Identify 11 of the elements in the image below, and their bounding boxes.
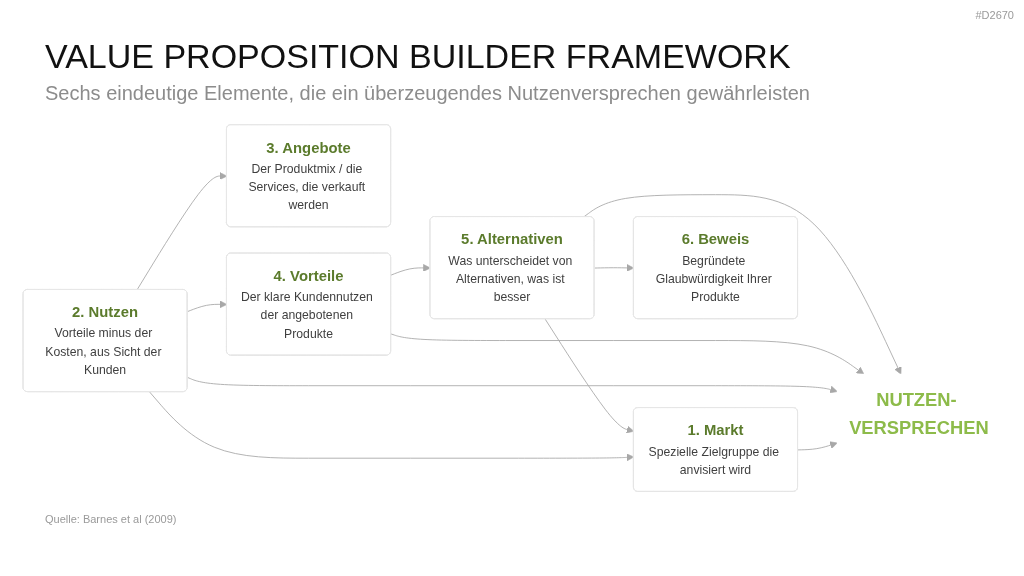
node-text: 5. Alternativen Was unterscheidet von Alternativen, was ist besser xyxy=(448,231,573,304)
node-text: 1. Markt Spezielle Zielgruppe die anvisiert wird xyxy=(648,422,780,477)
slide-title: VALUE PROPOSITION BUILDER FRAMEWORK xyxy=(45,36,791,76)
reference-code: #D2670 xyxy=(975,8,1014,22)
node-text: 6. Beweis Begründete Glaubwürdigkeit Ihrer Produkte xyxy=(655,231,772,304)
node-text: 2. Nutzen Vorteile minus der Kosten, aus Sicht der Kunden xyxy=(45,304,162,377)
node-text: 4. Vorteile Der klare Kundennutzen der angebotenen Produkte xyxy=(240,267,373,341)
node-text: NUTZEN- VERSPRECHEN xyxy=(849,389,989,438)
subtitle: Sechs eindeutige Elemente, die ein überzeugendes Nutzenversprechen gewährleisten xyxy=(45,81,810,106)
source-note: Quelle: Barnes et al (2009) xyxy=(45,512,177,526)
node-text: 3. Angebote Der Produktmix / die Services, die verkauft werden xyxy=(248,139,366,212)
